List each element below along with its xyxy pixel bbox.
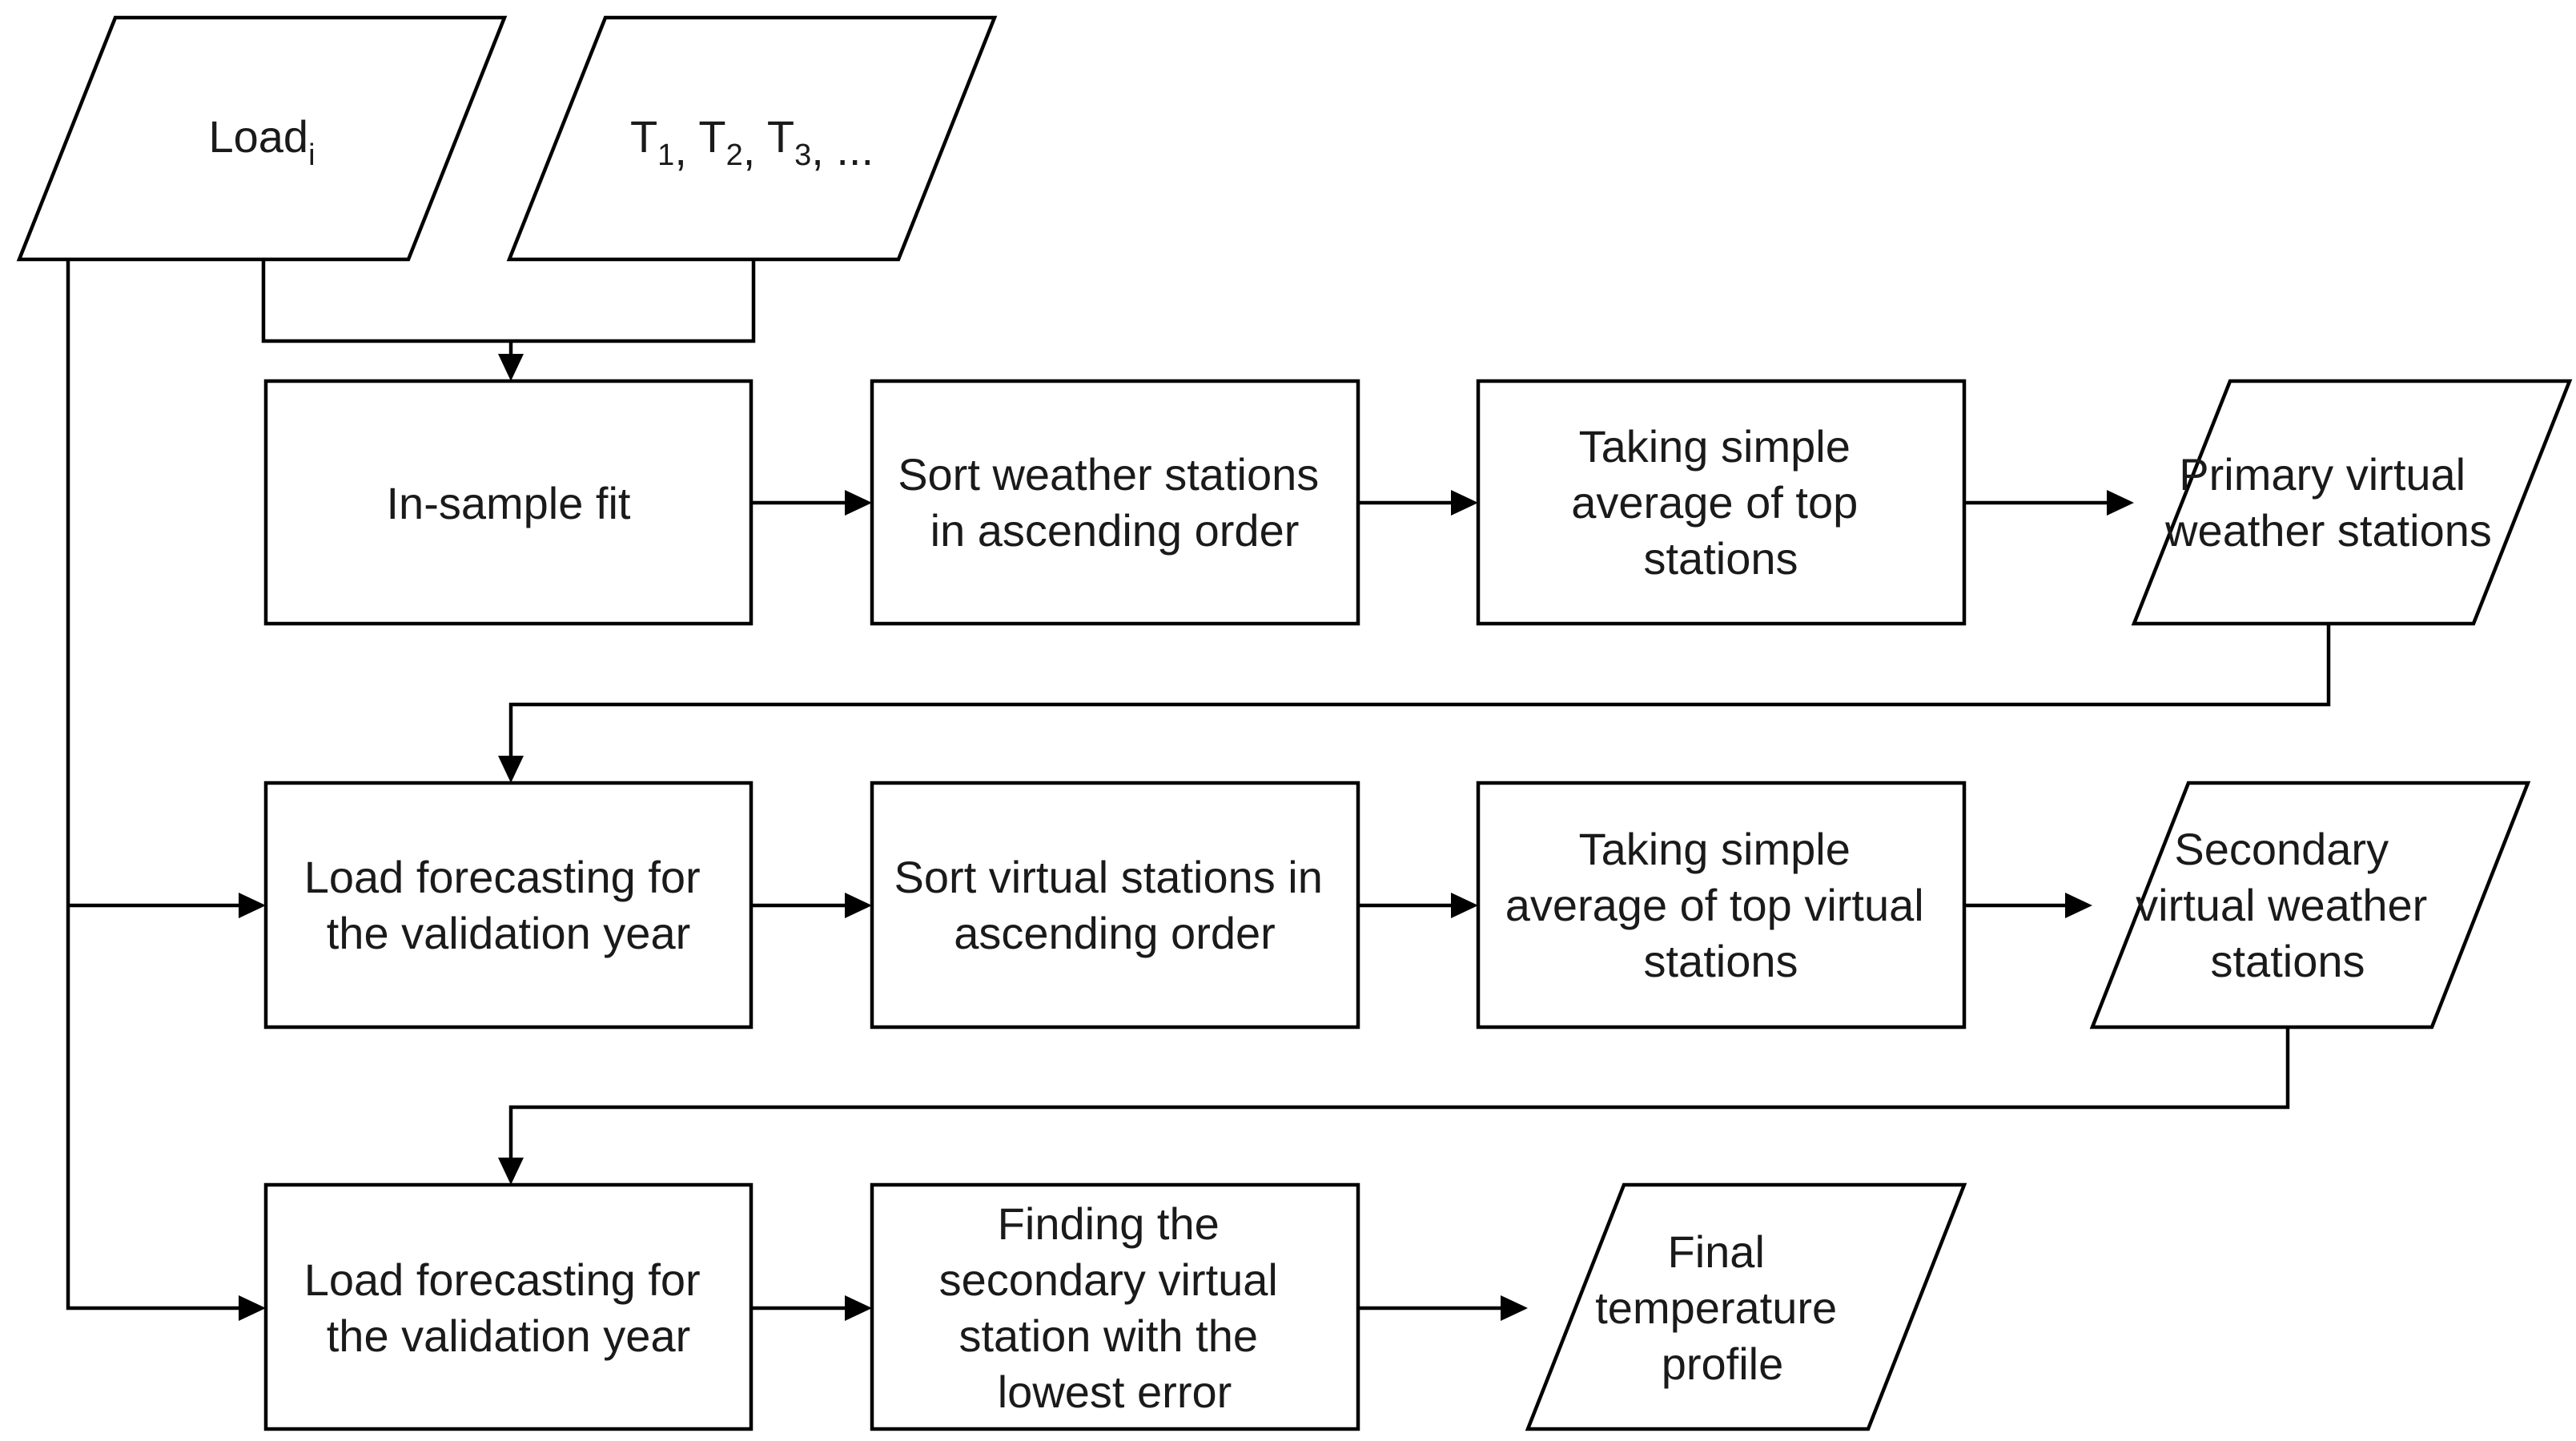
arrowhead bbox=[498, 354, 524, 381]
temperature-subscript: 2 bbox=[726, 138, 743, 172]
temperature-separator: , ... bbox=[811, 124, 874, 175]
output-secondary-virtual-stations: Secondary virtual weather stations bbox=[2089, 781, 2531, 1030]
process-load-forecasting-2-label: Load forecasting for the validation year bbox=[304, 1254, 713, 1361]
output-final-temperature-profile: Final temperature profile bbox=[1525, 1182, 1967, 1431]
edge-load-to-merge bbox=[261, 259, 511, 343]
arrowhead bbox=[2107, 490, 2134, 516]
arrowhead bbox=[845, 1295, 872, 1321]
process-in-sample-fit-label: In-sample fit bbox=[387, 478, 631, 528]
process-average-top-virtual-stations-label: Taking simple average of top virtual sta… bbox=[1505, 824, 1937, 986]
edge-primary-to-forecast bbox=[508, 624, 2331, 756]
arrowhead bbox=[1451, 490, 1478, 516]
arrowhead bbox=[498, 756, 524, 783]
input-temperatures: T1, T2, T3, ... bbox=[506, 15, 998, 262]
input-load: Loadi bbox=[16, 15, 508, 262]
connectors bbox=[66, 259, 2331, 1321]
output-primary-virtual-stations: Primary virtual weather stations bbox=[2131, 379, 2573, 626]
arrowhead bbox=[239, 1295, 266, 1321]
process-in-sample-fit: In-sample fit bbox=[263, 379, 754, 626]
process-average-top-stations: Taking simple average of top stations bbox=[1476, 379, 1967, 626]
arrowhead bbox=[498, 1158, 524, 1185]
temperature-symbol: T bbox=[767, 111, 794, 162]
arrowhead bbox=[1501, 1295, 1528, 1321]
temperature-subscript: 1 bbox=[657, 138, 674, 172]
temperature-separator: , bbox=[674, 124, 698, 175]
process-load-forecasting-1-label: Load forecasting for the validation year bbox=[304, 852, 713, 958]
arrowhead bbox=[2065, 893, 2092, 918]
process-sort-virtual-stations-label: Sort virtual stations in ascending order bbox=[894, 852, 1336, 958]
temperature-subscript: 3 bbox=[794, 138, 811, 172]
edge-load-feed bbox=[66, 259, 239, 1311]
process-load-forecasting-2: Load forecasting for the validation year bbox=[263, 1182, 754, 1431]
arrowhead bbox=[239, 893, 266, 918]
process-load-forecasting-1: Load forecasting for the validation year bbox=[263, 781, 754, 1030]
output-primary-virtual-stations-label: Primary virtual weather stations bbox=[2164, 449, 2492, 556]
process-average-top-virtual-stations: Taking simple average of top virtual sta… bbox=[1476, 781, 1967, 1030]
temperature-separator: , bbox=[743, 124, 767, 175]
process-average-top-stations-label: Taking simple average of top stations bbox=[1571, 421, 1871, 584]
arrowhead bbox=[845, 490, 872, 516]
process-sort-weather-stations: Sort weather stations in ascending order bbox=[870, 379, 1360, 626]
arrowhead bbox=[845, 893, 872, 918]
input-temperatures-label: T1, T2, T3, ... bbox=[630, 111, 874, 175]
process-sort-weather-stations-label: Sort weather stations in ascending order bbox=[898, 449, 1332, 556]
process-sort-virtual-stations: Sort virtual stations in ascending order bbox=[870, 781, 1360, 1030]
temperature-symbol: T bbox=[630, 111, 657, 162]
input-load-label: Loadi bbox=[208, 111, 315, 172]
output-secondary-virtual-stations-label: Secondary virtual weather stations bbox=[2136, 824, 2440, 986]
edge-secondary-to-forecast bbox=[508, 1027, 2290, 1158]
process-find-lowest-error-label: Finding the secondary virtual station wi… bbox=[939, 1198, 1291, 1417]
process-find-lowest-error: Finding the secondary virtual station wi… bbox=[870, 1182, 1360, 1431]
edge-temps-to-merge bbox=[511, 259, 756, 343]
output-final-temperature-profile-label: Final temperature profile bbox=[1595, 1226, 1850, 1389]
arrowhead bbox=[1451, 893, 1478, 918]
temperature-symbol: T bbox=[698, 111, 725, 162]
